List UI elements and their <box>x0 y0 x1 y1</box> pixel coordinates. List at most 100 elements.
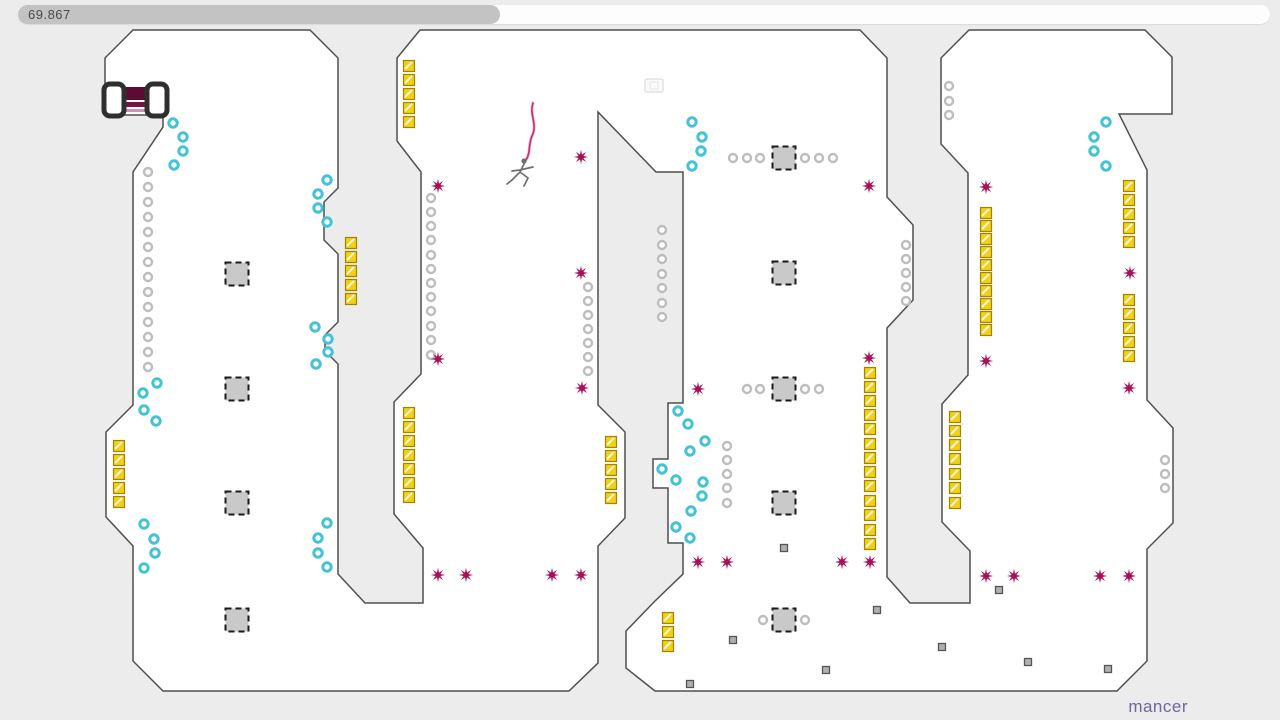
mine-core <box>866 355 872 361</box>
inactive-mine-icon <box>142 166 154 178</box>
gold-shine <box>404 422 413 431</box>
mine-core <box>1126 385 1132 391</box>
gold-shine <box>865 424 874 433</box>
inactive-mine-icon <box>656 268 668 280</box>
inactive-mine-icon <box>425 234 437 246</box>
inactive-mine-icon <box>900 253 912 265</box>
gold-shine <box>606 437 615 446</box>
inactive-mine-icon <box>741 152 753 164</box>
inactive-mine-icon <box>425 263 437 275</box>
bounce-block <box>771 145 797 171</box>
bounce-block <box>224 261 250 287</box>
gold-shine <box>865 539 874 548</box>
mine-core <box>435 183 441 189</box>
gold-shine <box>865 481 874 490</box>
bounce-block <box>224 376 250 402</box>
gold-shine <box>663 613 672 622</box>
gold-shine <box>404 61 413 70</box>
level-name: mancer <box>1128 697 1188 716</box>
inactive-mine-icon <box>741 383 753 395</box>
inactive-mine-icon <box>142 256 154 268</box>
inactive-mine-icon <box>721 468 733 480</box>
inactive-mine-icon <box>425 277 437 289</box>
mine-core <box>1126 573 1132 579</box>
gold-shine <box>981 299 990 308</box>
gold-shine <box>981 247 990 256</box>
gold-shine <box>865 439 874 448</box>
inactive-mine-icon <box>582 365 594 377</box>
mine-core <box>579 385 585 391</box>
toggle-mine-icon <box>686 160 698 172</box>
toggle-mine-icon <box>150 415 162 427</box>
gold-shine <box>865 496 874 505</box>
gold-shine <box>1124 181 1133 190</box>
toggle-mine-icon <box>696 131 708 143</box>
toggle-mine-icon <box>137 387 149 399</box>
debris-block <box>1103 664 1113 674</box>
toggle-mine-icon <box>670 474 682 486</box>
toggle-mine-icon <box>1088 131 1100 143</box>
inactive-mine-icon <box>142 226 154 238</box>
toggle-mine-icon <box>151 377 163 389</box>
mine-core <box>549 572 555 578</box>
bounce-block <box>771 490 797 516</box>
gold-shine <box>865 410 874 419</box>
inactive-mine-icon <box>799 614 811 626</box>
gold-shine <box>981 312 990 321</box>
toggle-mine-icon <box>321 216 333 228</box>
inactive-mine-icon <box>900 281 912 293</box>
toggle-mine-icon <box>177 145 189 157</box>
inactive-mine-icon <box>656 239 668 251</box>
toggle-mine-icon <box>321 561 333 573</box>
gold-shine <box>114 497 123 506</box>
inactive-mine-icon <box>754 152 766 164</box>
inactive-mine-icon <box>1159 482 1171 494</box>
inactive-mine-icon <box>943 80 955 92</box>
toggle-mine-icon <box>696 490 708 502</box>
inactive-mine-icon <box>943 109 955 121</box>
inactive-mine-icon <box>142 346 154 358</box>
gold-shine <box>1124 195 1133 204</box>
toggle-mine-icon <box>697 476 709 488</box>
toggle-mine-icon <box>148 533 160 545</box>
inactive-mine-icon <box>656 253 668 265</box>
hint-icon-inner <box>649 81 659 90</box>
toggle-mine-icon <box>1100 160 1112 172</box>
inactive-mine-icon <box>813 383 825 395</box>
mine-core <box>1127 270 1133 276</box>
inactive-mine-icon <box>142 316 154 328</box>
gold-shine <box>1124 223 1133 232</box>
inactive-mine-icon <box>582 351 594 363</box>
toggle-mine-icon <box>670 521 682 533</box>
debris-block <box>872 605 882 615</box>
gold-shine <box>606 451 615 460</box>
gold-shine <box>865 510 874 519</box>
toggle-mine-icon <box>699 435 711 447</box>
gold-shine <box>663 641 672 650</box>
debris-block <box>779 543 789 553</box>
mine-core <box>578 270 584 276</box>
gold-shine <box>1124 323 1133 332</box>
inactive-mine-icon <box>827 152 839 164</box>
toggle-mine-icon <box>684 445 696 457</box>
gold-shine <box>981 221 990 230</box>
exit-door-stripe <box>121 102 151 107</box>
inactive-mine-icon <box>142 286 154 298</box>
gold-shine <box>950 440 959 449</box>
toggle-mine-icon <box>672 405 684 417</box>
gold-shine <box>346 238 355 247</box>
gold-shine <box>663 627 672 636</box>
mine-core <box>435 572 441 578</box>
gold-shine <box>404 408 413 417</box>
debris-block <box>821 665 831 675</box>
debris-block <box>685 679 695 689</box>
gold-shine <box>1124 309 1133 318</box>
gold-shine <box>1124 337 1133 346</box>
toggle-mine-icon <box>321 517 333 529</box>
toggle-mine-icon <box>312 532 324 544</box>
inactive-mine-icon <box>425 249 437 261</box>
mine-core <box>463 572 469 578</box>
gold-shine <box>404 436 413 445</box>
gold-shine <box>404 117 413 126</box>
